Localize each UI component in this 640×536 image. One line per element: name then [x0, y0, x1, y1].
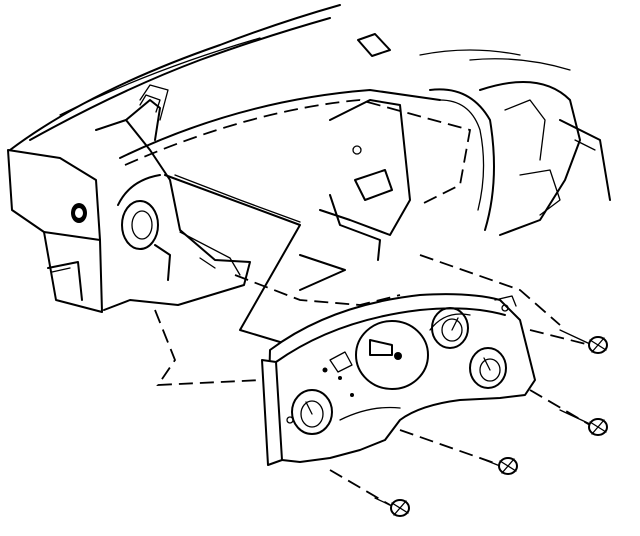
gauge-temperature	[469, 347, 507, 389]
instrument-panel-carrier	[7, 4, 611, 313]
cluster-mounting-screw-1	[559, 329, 608, 354]
cluster-mounting-screw-4	[374, 497, 410, 517]
gauge-speedometer	[355, 320, 429, 390]
indicator-icon	[329, 351, 353, 373]
cluster-mounting-screw-3	[479, 457, 518, 475]
instrument-cluster	[261, 293, 536, 466]
alignment-lines	[119, 89, 591, 506]
gauge-tachometer	[291, 389, 333, 435]
defroster-vent-icon	[357, 33, 391, 57]
cluster-mounting-screw-2	[559, 409, 608, 436]
